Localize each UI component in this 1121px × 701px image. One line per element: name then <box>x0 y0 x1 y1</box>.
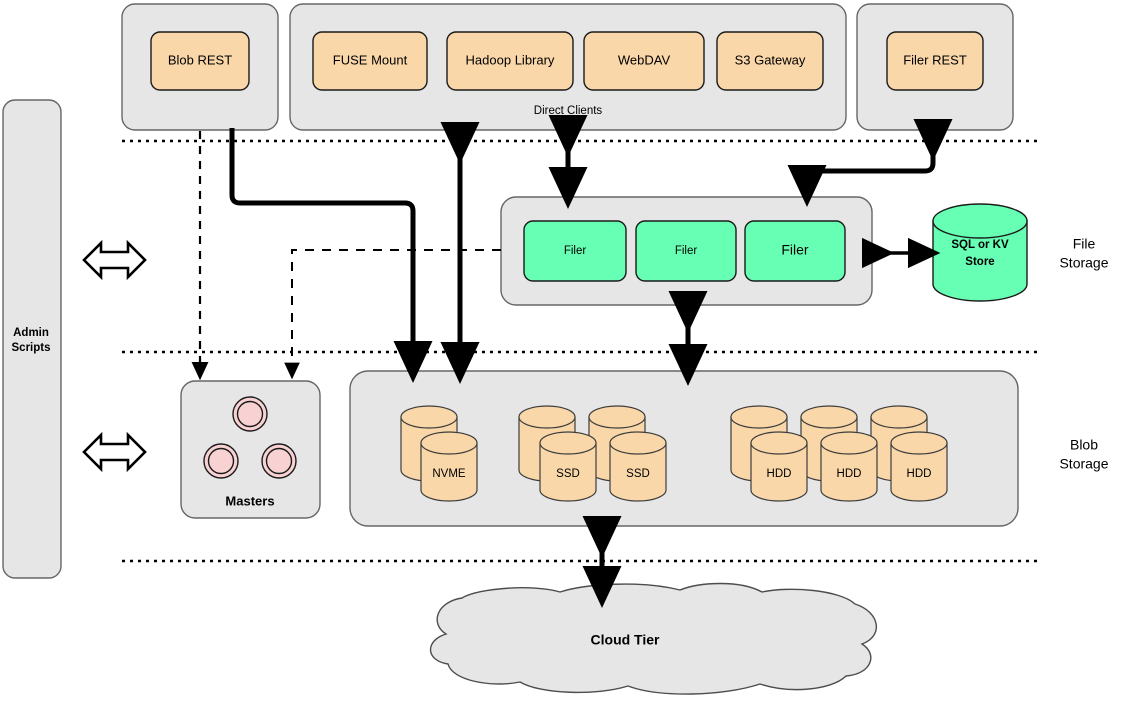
volume-label-hdd-1: HDD <box>767 468 792 480</box>
client-label-fuse-mount: FUSE Mount <box>333 52 408 67</box>
store-label-line2: Store <box>965 256 994 268</box>
filer-label-1: Filer <box>564 245 587 257</box>
filer-label-2: Filer <box>675 245 698 257</box>
volume-label-ssd-2: SSD <box>626 468 650 480</box>
store-label-line1: SQL or KV <box>951 239 1009 251</box>
filer-rest-group <box>856 3 1014 131</box>
tier-label-blob-storage-line2: Storage <box>1059 456 1108 472</box>
client-label-blob-rest: Blob REST <box>168 52 232 67</box>
client-box-hadoop-library[interactable] <box>446 31 574 91</box>
master-node-1 <box>232 396 268 432</box>
volume-label-hdd-2: HDD <box>837 468 862 480</box>
client-box-fuse-mount[interactable] <box>312 31 428 91</box>
tier-label-file-storage-line2: Storage <box>1059 255 1108 271</box>
cloud-tier-label: Cloud Tier <box>591 632 661 648</box>
masters-label: Masters <box>225 493 274 508</box>
cloud-tier-shape[interactable] <box>430 582 878 695</box>
volume-cluster-nvme[interactable] <box>400 405 478 502</box>
client-label-hadoop-library: Hadoop Library <box>466 52 555 67</box>
admin-scripts-label-line2: Scripts <box>12 342 51 354</box>
admin-scripts-label-line1: Admin <box>13 327 49 339</box>
volume-label-ssd-1: SSD <box>556 468 580 480</box>
volume-servers-panel <box>349 370 1019 527</box>
filer-label-3: Filer <box>781 242 809 258</box>
volume-label-nvme: NVME <box>432 468 466 480</box>
master-node-3 <box>261 443 297 479</box>
masters-group[interactable] <box>180 380 321 519</box>
client-label-s3-gateway: S3 Gateway <box>735 52 806 67</box>
admin-scripts-panel[interactable] <box>2 99 62 579</box>
sql-or-kv-store-cylinder[interactable] <box>932 203 1028 302</box>
tier-separators <box>122 139 1042 563</box>
filer-node-1[interactable] <box>523 220 627 282</box>
direct-clients-group <box>289 3 847 131</box>
tier-label-blob-storage-line1: Blob <box>1070 437 1098 453</box>
volume-label-hdd-3: HDD <box>907 468 932 480</box>
filer-node-2[interactable] <box>635 220 737 282</box>
client-box-webdav[interactable] <box>583 31 705 91</box>
admin-arrow-blob-storage <box>82 431 147 473</box>
client-label-filer-rest: Filer REST <box>903 52 967 67</box>
filer-node-3[interactable] <box>744 220 846 282</box>
client-box-filer-rest[interactable] <box>886 31 984 91</box>
client-box-s3-gateway[interactable] <box>716 31 824 91</box>
client-box-blob-rest[interactable] <box>150 31 250 91</box>
blob-rest-group <box>121 3 279 131</box>
link-filer-to-masters <box>284 249 501 380</box>
volume-cluster-hdd[interactable] <box>730 405 948 502</box>
filer-group <box>500 196 873 306</box>
master-node-2 <box>203 443 239 479</box>
link-blob-rest-to-volumes <box>229 128 433 384</box>
client-label-webdav: WebDAV <box>618 52 671 67</box>
tier-label-file-storage-line1: File <box>1073 236 1096 252</box>
admin-arrow-file-storage <box>82 239 147 281</box>
direct-clients-caption: Direct Clients <box>534 105 603 117</box>
volume-cluster-ssd[interactable] <box>518 405 667 502</box>
link-filer-rest-to-filers <box>787 119 953 208</box>
